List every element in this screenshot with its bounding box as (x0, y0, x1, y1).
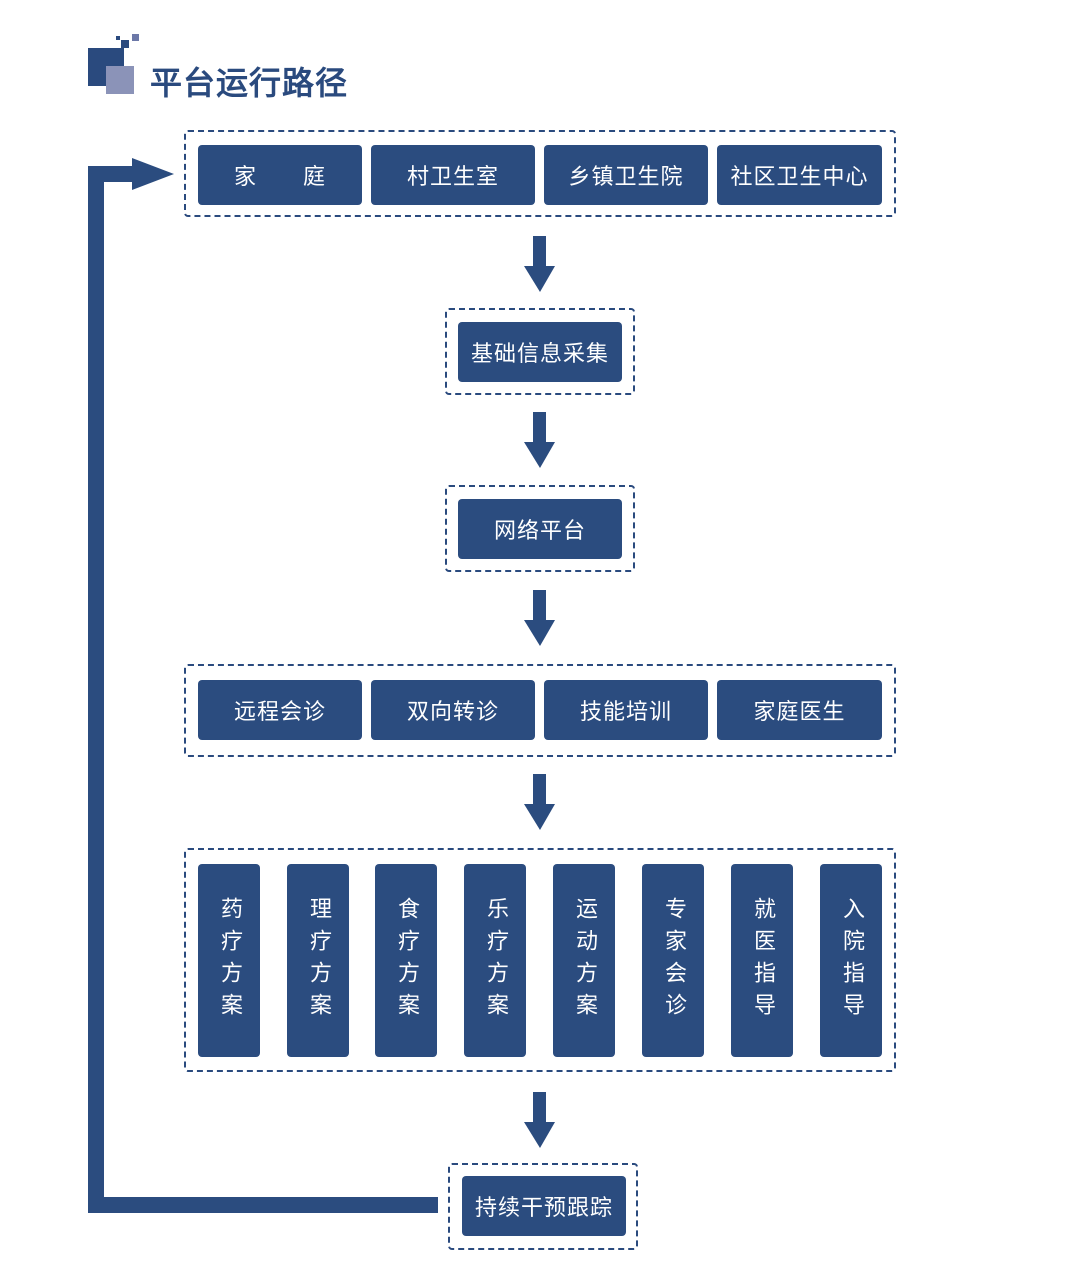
node-network-platform[interactable]: 网络平台 (458, 499, 622, 559)
down-arrow-icon (524, 590, 555, 646)
node-family[interactable]: 家 庭 (198, 145, 362, 205)
logo-square-small (132, 34, 139, 41)
node-admission-guidance[interactable]: 入院指导 (820, 864, 882, 1057)
node-music-therapy-plan[interactable]: 乐疗方案 (464, 864, 526, 1057)
feedback-loop-arrow-icon (88, 158, 438, 1213)
services-group (184, 664, 896, 757)
node-physiotherapy-plan[interactable]: 理疗方案 (287, 864, 349, 1057)
node-medical-guidance[interactable]: 就医指导 (731, 864, 793, 1057)
node-diet-plan[interactable]: 食疗方案 (375, 864, 437, 1057)
node-expert-consultation[interactable]: 专家会诊 (642, 864, 704, 1057)
plans-group (184, 848, 896, 1072)
platform-group (445, 485, 635, 572)
logo-square-small (116, 36, 120, 40)
page-title: 平台运行路径 (150, 64, 349, 102)
node-medication-plan[interactable]: 药疗方案 (198, 864, 260, 1057)
down-arrow-icon (524, 1092, 555, 1148)
source-group (184, 130, 896, 217)
node-family-doctor[interactable]: 家庭医生 (717, 680, 882, 740)
node-continuous-tracking[interactable]: 持续干预跟踪 (462, 1176, 626, 1236)
logo-square-medium (106, 66, 134, 94)
node-info-collection[interactable]: 基础信息采集 (458, 322, 622, 382)
node-village-clinic[interactable]: 村卫生室 (371, 145, 535, 205)
down-arrow-icon (524, 236, 555, 292)
node-community-center[interactable]: 社区卫生中心 (717, 145, 882, 205)
node-exercise-plan[interactable]: 运动方案 (553, 864, 615, 1057)
down-arrow-icon (524, 774, 555, 830)
node-remote-consultation[interactable]: 远程会诊 (198, 680, 362, 740)
logo-square-small (121, 40, 129, 48)
node-township-hospital[interactable]: 乡镇卫生院 (544, 145, 708, 205)
tracking-group (448, 1163, 638, 1250)
node-two-way-referral[interactable]: 双向转诊 (371, 680, 535, 740)
collection-group (445, 308, 635, 395)
node-skill-training[interactable]: 技能培训 (544, 680, 708, 740)
down-arrow-icon (524, 412, 555, 468)
